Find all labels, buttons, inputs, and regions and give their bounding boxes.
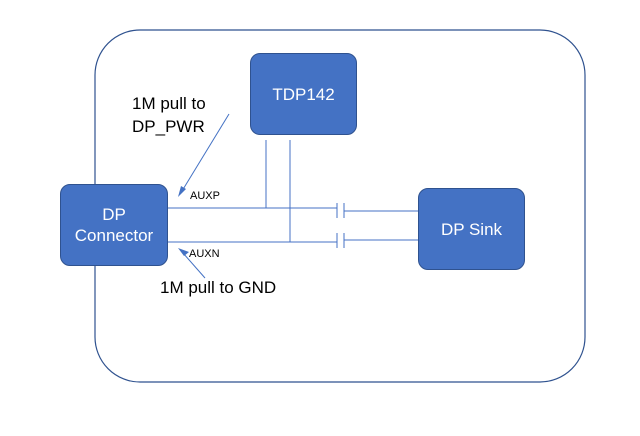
auxp-label: AUXP (190, 190, 220, 202)
pull-gnd-arrow-line (182, 252, 206, 279)
dp-connector-block: DP Connector (60, 184, 168, 266)
pull-gnd-note: 1M pull to GND (160, 278, 277, 297)
pull-pwr-arrow-line (181, 113, 230, 192)
pull-pwr-note: 1M pull to DP_PWR (132, 94, 206, 136)
auxn-label: AUXN (189, 248, 220, 260)
dp-sink-label: DP Sink (440, 219, 503, 239)
dp-connector-label: DP Connector (74, 205, 154, 245)
pull-pwr-arrowhead (178, 186, 186, 197)
dp-sink-block: DP Sink (418, 188, 525, 270)
pull-gnd-arrowhead (178, 248, 189, 256)
tdp142-block: TDP142 (250, 53, 357, 135)
tdp142-label: TDP142 (272, 84, 335, 104)
